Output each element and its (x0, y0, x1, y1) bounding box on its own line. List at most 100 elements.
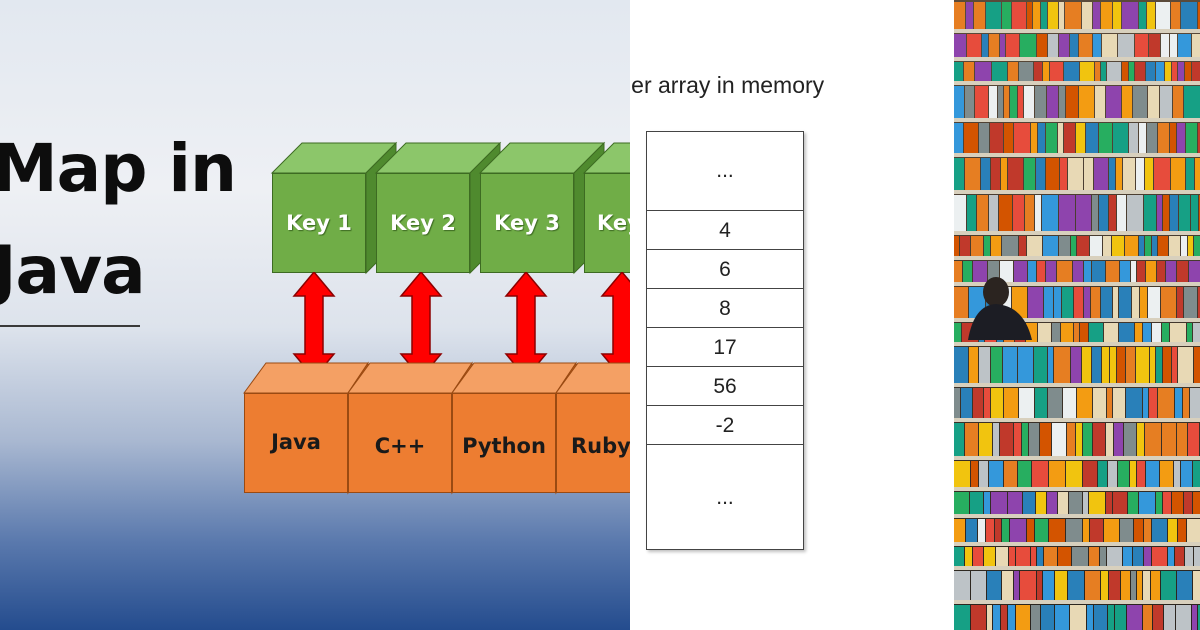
shelf-product (1092, 195, 1098, 232)
shelf-product (1047, 86, 1058, 119)
key-label-2: Key 2 (376, 173, 470, 273)
shelf-product (1177, 287, 1183, 319)
shelf-product (1110, 347, 1116, 384)
shelf-product (967, 34, 981, 58)
shelf-product (954, 158, 964, 191)
shelf-product (1092, 347, 1101, 384)
shelf-product (974, 2, 985, 30)
shelf-product (965, 547, 972, 567)
shelf-product (1184, 492, 1192, 515)
shelf-product (1123, 547, 1132, 567)
shelf-product (1156, 492, 1162, 515)
shelf-product (1050, 62, 1063, 82)
shelf-product (1052, 423, 1066, 457)
shelf-product (1046, 123, 1057, 154)
shelf-product (1146, 62, 1155, 82)
shelf-product (954, 34, 966, 58)
shelf-product (1195, 158, 1200, 191)
shelf-product (1093, 388, 1106, 419)
shelf-product (1162, 323, 1169, 343)
shelf-product (954, 605, 970, 630)
shelf-product (954, 195, 966, 232)
map-in-java-diagram: Map in Java Key 1 Key 2 Key 3 Key 4 (0, 0, 630, 630)
shelf-product (1041, 605, 1054, 630)
memory-cell: 17 (647, 327, 803, 367)
shelf-product (1168, 519, 1177, 543)
memory-block: ... 4 6 8 17 56 -2 ... (646, 131, 804, 550)
shelf-product (1143, 571, 1150, 601)
shelf-product (1089, 547, 1099, 567)
shelf-product (1146, 461, 1159, 488)
shelf-product (1194, 236, 1200, 257)
shelf-product (1136, 347, 1149, 384)
shelf-product (1187, 519, 1200, 543)
shelf-product (1177, 571, 1192, 601)
shelf-product (1108, 461, 1117, 488)
shelf-product (1169, 236, 1180, 257)
shelf-product (954, 261, 962, 283)
shelf-product (1163, 347, 1171, 384)
shelf-product (993, 423, 999, 457)
shelf-product (1090, 236, 1102, 257)
value-label-2: C++ (348, 393, 452, 493)
shelf-product (1107, 62, 1121, 82)
shelf-board (954, 153, 1200, 157)
shelf-product (1194, 547, 1200, 567)
shelf-product (1144, 195, 1156, 232)
shelf-product (977, 195, 988, 232)
shelf-product (1179, 195, 1190, 232)
shelf-product (1093, 423, 1105, 457)
shelf-product (1048, 2, 1058, 30)
shelf-product (1139, 236, 1144, 257)
shelf-product (1034, 62, 1042, 82)
shelf-product (1044, 287, 1053, 319)
shelf-board (954, 456, 1200, 460)
double-arrow-icon (600, 272, 630, 378)
shelf-product (971, 605, 986, 630)
shelf-product (1099, 195, 1108, 232)
shelf-product (1061, 323, 1073, 343)
shelf-product (1042, 195, 1058, 232)
shopper-silhouette (968, 277, 1032, 340)
shelf-product (954, 423, 964, 457)
shelf-product (1000, 261, 1013, 283)
shelf-product (1149, 388, 1157, 419)
shelf-product (1150, 347, 1155, 384)
shelf-product (1171, 2, 1180, 30)
shelf-product (1048, 34, 1058, 58)
shelf-product (1047, 492, 1057, 515)
shelf-product (1198, 605, 1200, 630)
shelf-product (998, 86, 1003, 119)
shelf-product (1106, 86, 1121, 119)
shelf-product (954, 323, 961, 343)
shelf-product (1076, 195, 1091, 232)
shelf-product (986, 519, 994, 543)
shelf-product (1020, 34, 1036, 58)
shelf-product (1198, 2, 1200, 30)
key-cube-4: Key 4 (582, 142, 630, 273)
shelf-product (1016, 547, 1030, 567)
title-underline (0, 325, 140, 327)
shelf-product (973, 547, 983, 567)
shelf-product (1177, 261, 1188, 283)
shelf-product (1031, 123, 1037, 154)
shelf-product (1004, 86, 1009, 119)
shelf-product (1063, 388, 1076, 419)
shelf-product (990, 123, 1003, 154)
shelf-product (1172, 492, 1183, 515)
shelf-product (1115, 605, 1126, 630)
shelf-product (1151, 571, 1160, 601)
shelf-product (1156, 347, 1162, 384)
shelf-product (1062, 287, 1073, 319)
shelf-product (954, 571, 970, 601)
shelf-product (1024, 86, 1034, 119)
shelf-product (1070, 605, 1086, 630)
shelf-product (1177, 123, 1185, 154)
shelf-product (1129, 123, 1138, 154)
shelf-product (1014, 571, 1019, 601)
shelf-product (1157, 195, 1162, 232)
shelf-product (995, 519, 1001, 543)
shelf-product (984, 388, 990, 419)
memory-cell: 8 (647, 288, 803, 328)
shelf-product (1079, 86, 1094, 119)
